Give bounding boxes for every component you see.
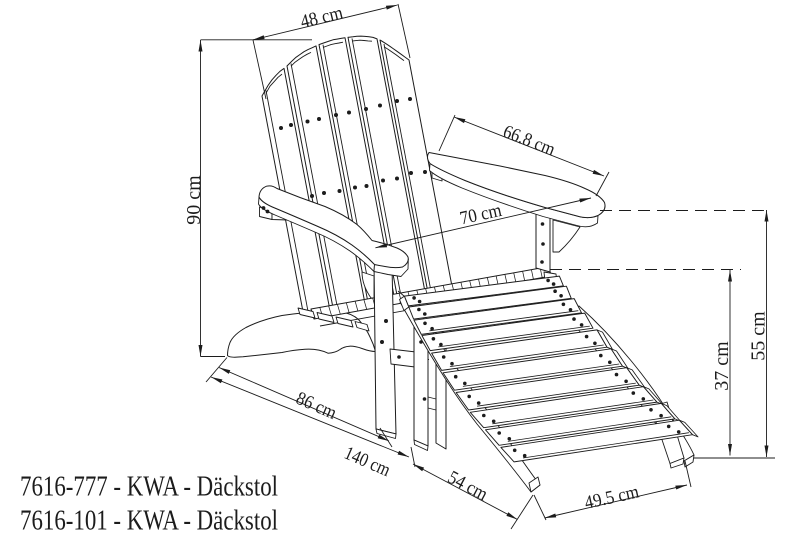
svg-text:7616-777 - KWA - Däckstol: 7616-777 - KWA - Däckstol [20, 471, 278, 503]
svg-text:49.5 cm: 49.5 cm [583, 481, 641, 513]
svg-text:90 cm: 90 cm [183, 175, 205, 225]
svg-text:7616-101 - KWA - Däckstol: 7616-101 - KWA - Däckstol [20, 505, 278, 537]
svg-text:140 cm: 140 cm [341, 443, 394, 481]
svg-text:48 cm: 48 cm [298, 2, 345, 33]
svg-text:70 cm: 70 cm [458, 200, 504, 230]
svg-text:55 cm: 55 cm [748, 311, 770, 361]
svg-text:86 cm: 86 cm [293, 388, 340, 424]
svg-text:37 cm: 37 cm [711, 341, 733, 391]
svg-text:54 cm: 54 cm [444, 467, 491, 505]
svg-text:66.8 cm: 66.8 cm [500, 121, 558, 160]
